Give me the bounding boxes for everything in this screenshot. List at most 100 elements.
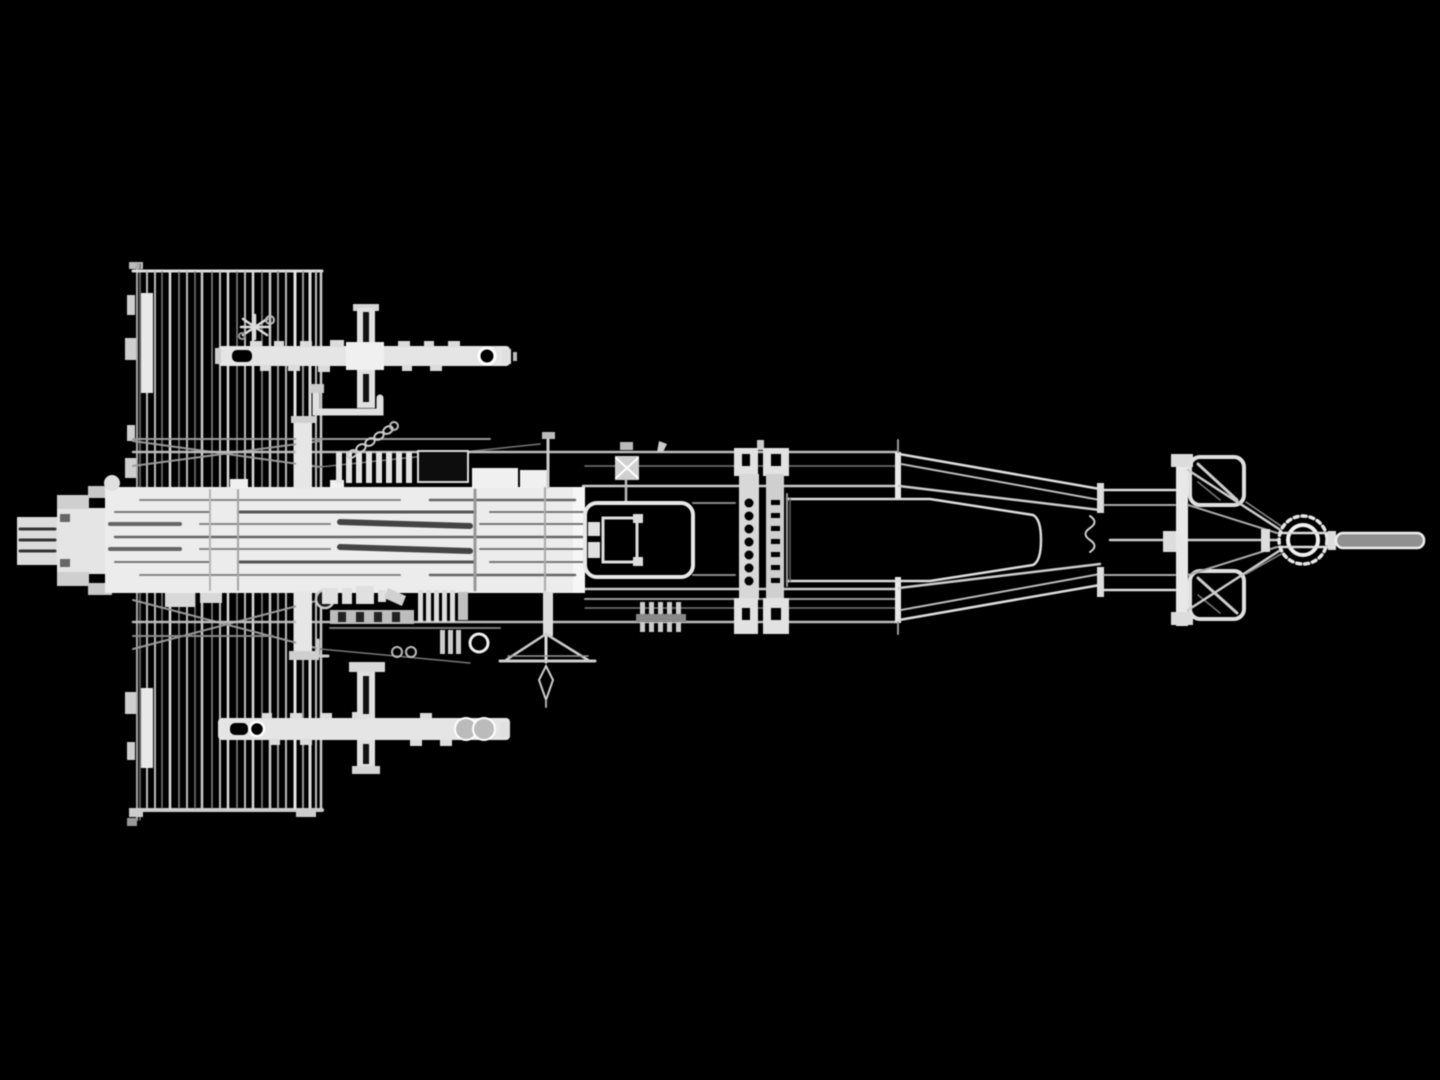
tail-link-bar	[1261, 529, 1270, 552]
boom-connector	[1097, 567, 1104, 597]
prop-bar-top-endtick	[513, 352, 517, 361]
spoke-wheel-eye	[238, 332, 246, 340]
engine-fin	[336, 452, 342, 483]
wing-foot	[296, 808, 316, 817]
gear-comb-bar	[442, 590, 447, 622]
ladder-hole	[744, 563, 754, 573]
tail-converge-line	[1187, 504, 1278, 534]
drive-chain-eye	[389, 421, 399, 431]
ladder-hole	[744, 537, 754, 547]
cockpit-inner-box	[601, 516, 639, 564]
ladder-pad-notch	[742, 454, 750, 466]
tail-fin-bottom	[1188, 569, 1246, 621]
gear-band-slot	[374, 612, 382, 622]
prop-bar-top-lug	[398, 341, 410, 347]
gear-comb-bar	[418, 590, 423, 622]
ladder-pad-notch	[742, 608, 750, 620]
strut-mid-lower	[543, 592, 553, 636]
tail-fin-top	[1188, 455, 1246, 507]
prop-bar-bottom-slot	[230, 723, 248, 735]
gear-band-slot	[392, 612, 400, 622]
fuselage-top-boss	[104, 475, 120, 491]
gear-hook	[316, 638, 330, 658]
mast-upper-cap	[291, 416, 317, 423]
tail-converge-line	[1245, 501, 1282, 527]
prop-bar-bottom-lug	[290, 713, 302, 719]
tail-hub-toothed-ring	[1277, 514, 1329, 566]
fuselage-bottom-lug	[165, 593, 195, 607]
prop-bar-top-slot	[232, 350, 252, 362]
tail-axle-bar	[1334, 531, 1426, 550]
plumb-bob	[537, 663, 555, 704]
prop-bar-top-lug	[288, 365, 300, 371]
gear-row-block	[342, 588, 352, 604]
fuselage-stripe	[337, 519, 473, 529]
prop-blade-top-flare	[353, 304, 379, 311]
cockpit-block	[588, 522, 600, 536]
prop-bar-top-endtab	[502, 349, 511, 364]
truss-bend-post-bottom	[895, 577, 901, 623]
ladder-hole	[744, 498, 754, 508]
prop-bar-bottom-lug	[300, 739, 312, 745]
nose-step	[57, 495, 89, 509]
wing-foot	[129, 808, 143, 817]
gear-comb2-bar	[440, 630, 445, 654]
wing-edge-bracket	[127, 295, 135, 315]
boom-inner-hull	[785, 497, 1043, 583]
wing-brace-diagonal	[132, 440, 321, 468]
cockpit-frame	[583, 501, 695, 579]
boom-slant-bottom	[897, 562, 1102, 590]
cockpit-tab	[633, 557, 643, 566]
strut-x-line	[615, 457, 639, 479]
prop-bar-bottom-ring	[248, 720, 266, 738]
prop-bar-bottom-lug	[410, 740, 422, 746]
ladder-slot	[771, 578, 780, 583]
boom-slant-top	[900, 463, 1101, 501]
tail-converge-line	[1186, 549, 1281, 612]
wing-edge-bracket	[125, 692, 136, 714]
cockpit-block	[588, 542, 600, 558]
engine-fin	[376, 452, 382, 483]
ladder-slot	[771, 552, 780, 557]
boom-slant-bottom	[900, 573, 1101, 611]
tail-post-cap	[1171, 454, 1193, 467]
prop-bar-bottom-endtab	[500, 722, 510, 737]
gear-comb2-bar	[448, 630, 453, 654]
prop-bar-top-lug	[250, 341, 262, 347]
wing-edge-bracket	[127, 742, 135, 760]
engine-fin	[396, 452, 402, 483]
prop-bracket-top	[312, 388, 384, 416]
fuselage-top-lug	[520, 470, 548, 488]
wing-edge-bracket	[125, 458, 136, 478]
ladder-slot	[771, 565, 780, 570]
ladder-slot	[771, 526, 780, 531]
tail-post	[1176, 454, 1188, 626]
fuselage-bottom-lug	[200, 593, 222, 603]
gear-row-block	[356, 586, 374, 604]
tail-axle-joint	[1328, 531, 1336, 550]
tail-fin-top-diag	[1196, 462, 1239, 502]
rail-flag-tick	[657, 441, 667, 452]
truss-bend-post-top	[895, 452, 901, 498]
tail-fin-bottom-diag	[1196, 576, 1239, 615]
prop-bar-top-lug	[274, 341, 284, 347]
gear-comb2-bar	[456, 630, 461, 654]
ladder-hole	[744, 550, 754, 560]
prop-bar-top-lug	[330, 340, 344, 347]
prop-blade-top-lower-stripe	[363, 374, 369, 402]
gear-band-slot	[356, 612, 364, 622]
gear-ring-small	[391, 646, 403, 658]
prop-blade-bottom-lower-stripe	[363, 744, 369, 764]
tail-fin-top-diag2	[1197, 481, 1221, 501]
wing-foot	[127, 818, 137, 826]
prop-blade-bottom-cap	[349, 662, 385, 672]
tail-converge-line	[1186, 468, 1281, 531]
engine-fin	[366, 452, 372, 483]
ladder-hole	[744, 511, 754, 521]
fuselage-top-lug	[472, 468, 518, 488]
prop-bar-top-lug	[260, 365, 270, 371]
gear-comb-bar	[434, 590, 439, 622]
prop-bar-bottom-disc	[472, 717, 496, 741]
ladder-pad-notch	[771, 608, 781, 620]
